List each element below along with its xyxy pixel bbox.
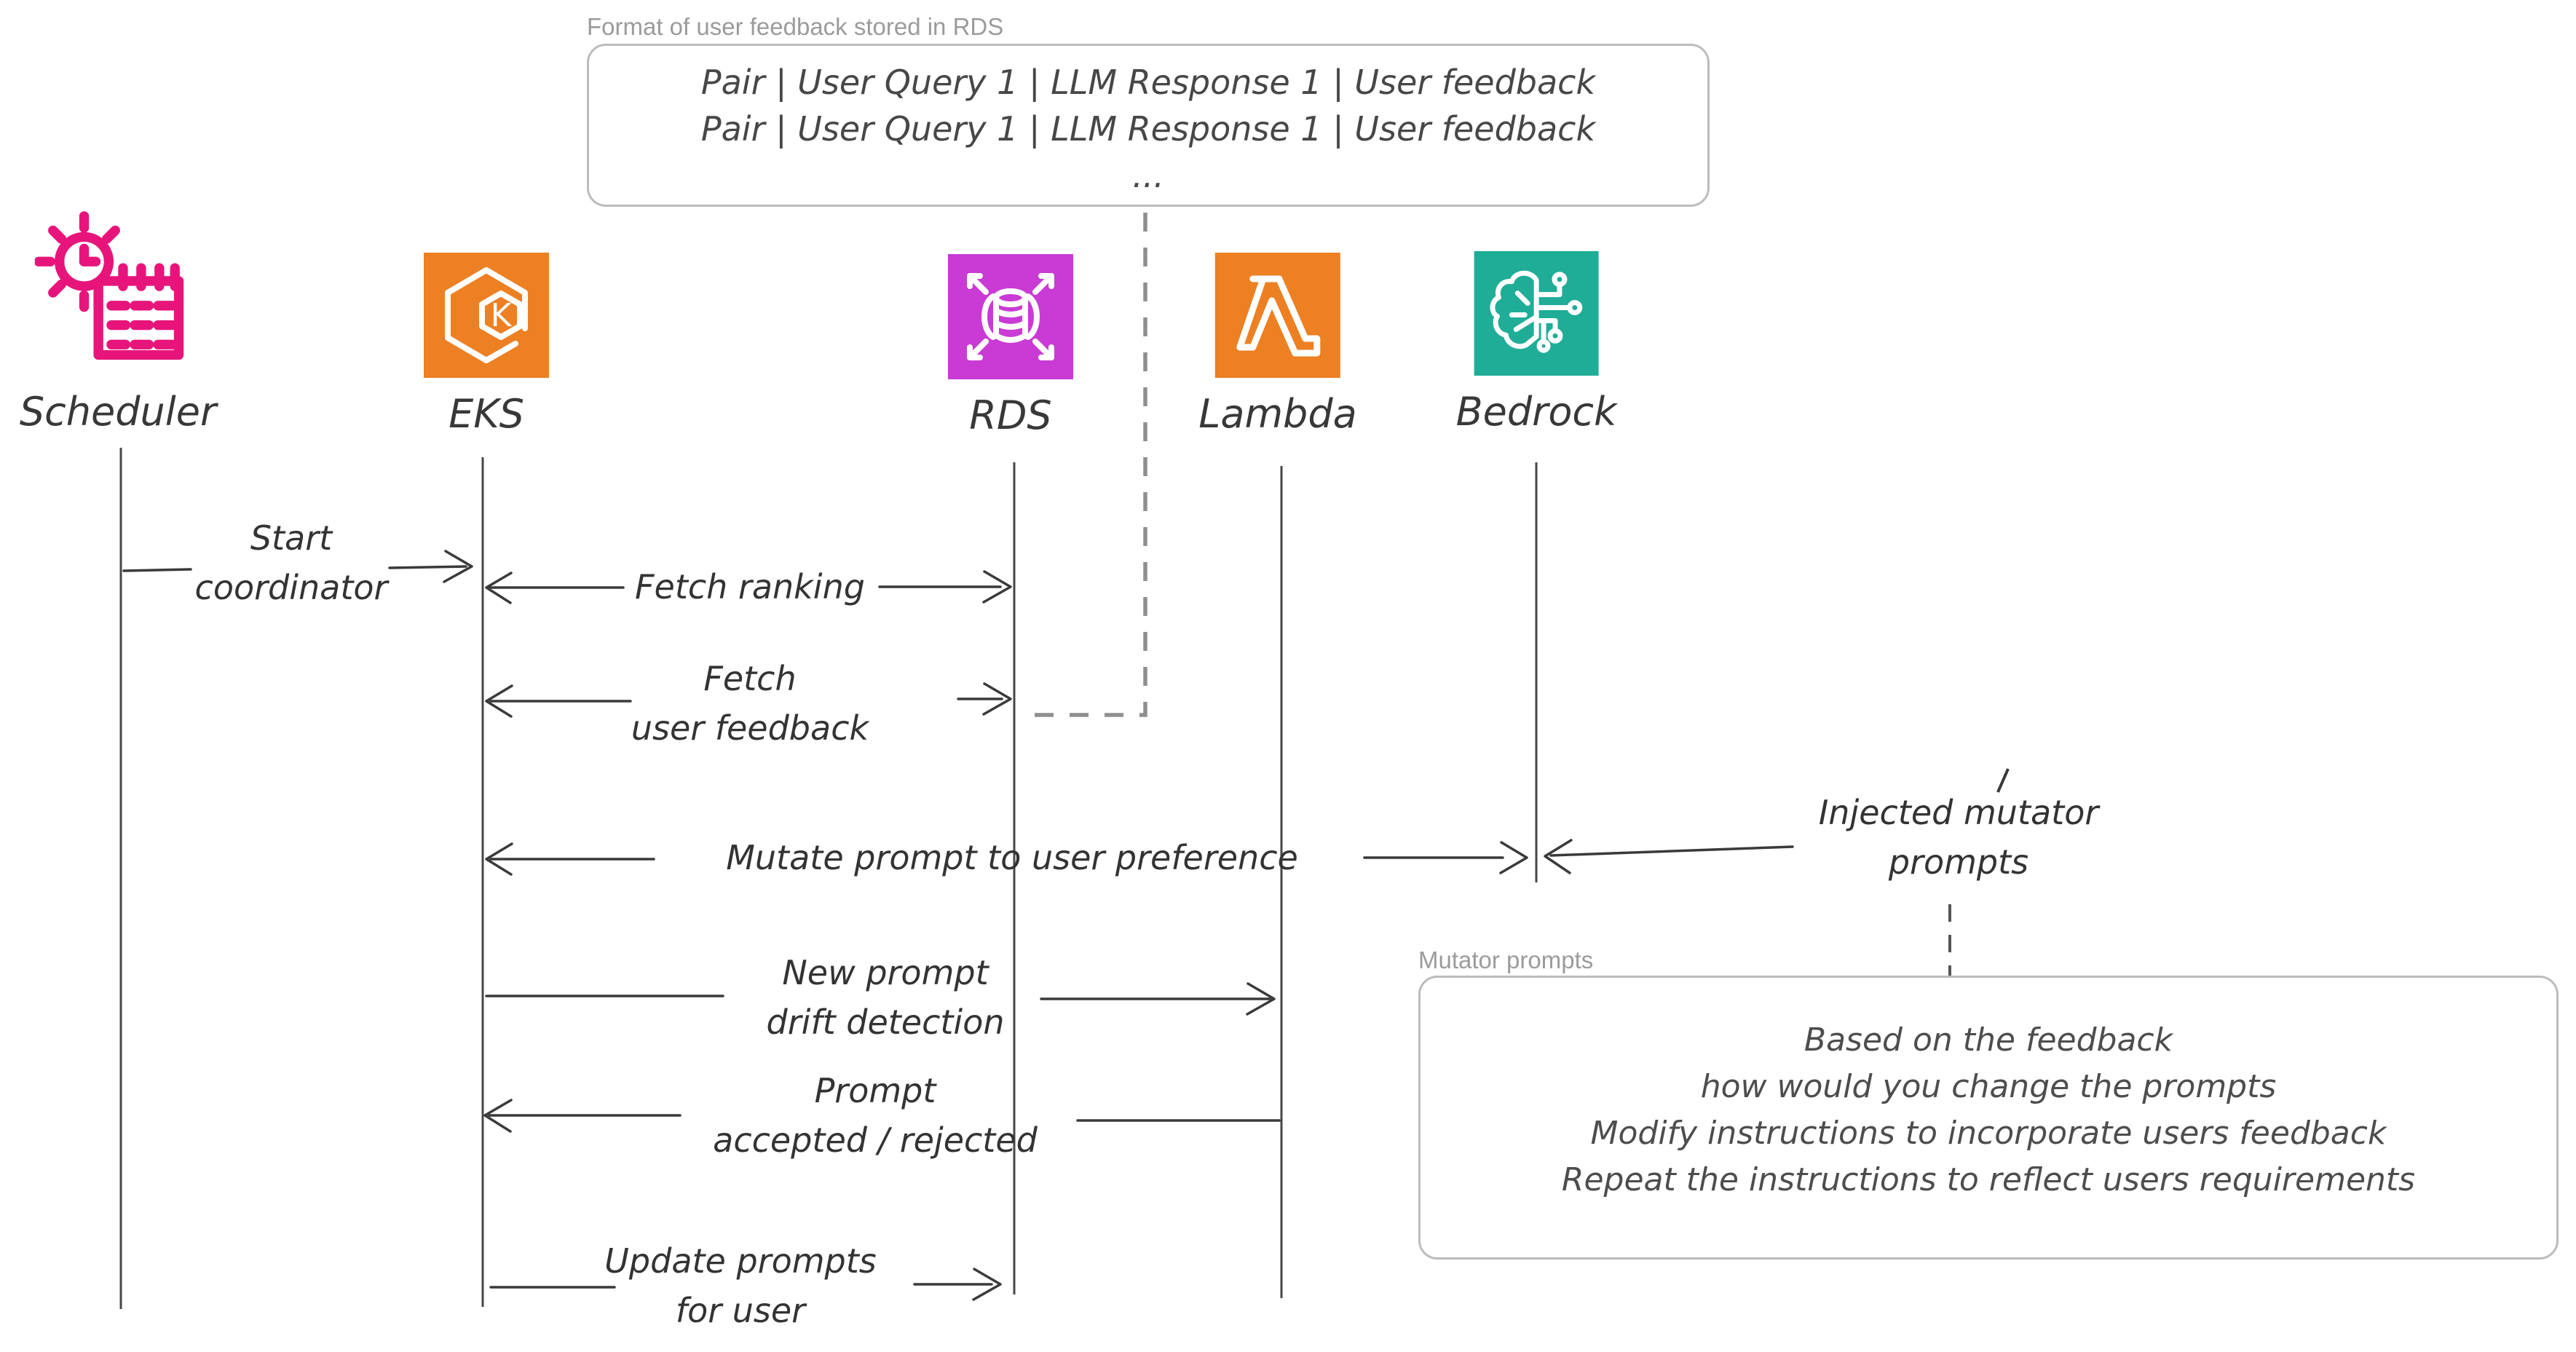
message-label-fetch-user-feedback: Fetch user feedback	[631, 654, 869, 753]
note-line: Modify instructions to incorporate users…	[1590, 1115, 2387, 1152]
message-label-new-prompt-drift-detection: New prompt drift detection	[767, 948, 1005, 1047]
note-line: how would you change the prompts	[1700, 1068, 2277, 1105]
dashed-note-connector-rds-format	[1032, 213, 1147, 717]
note-caption-mutator-prompts: Mutator prompts	[1418, 946, 1594, 973]
note-line: Pair | User Query 1 | LLM Response 1 | U…	[700, 109, 1596, 149]
message-line: Injected mutator	[1818, 793, 2099, 832]
note-caption-rds-format: Format of user feedback stored in RDS	[587, 13, 1004, 40]
message-line: accepted / rejected	[713, 1120, 1038, 1160]
message-line: Mutate prompt to user preference	[726, 838, 1298, 877]
svg-text:K: K	[491, 297, 513, 334]
message-label-update-prompts-for-user: Update prompts for user	[604, 1236, 876, 1335]
message-line: user feedback	[631, 708, 869, 748]
actor-eks: K EKS	[424, 253, 549, 437]
note-line: Based on the feedback	[1803, 1021, 2173, 1059]
actor-lambda: Lambda	[1198, 253, 1357, 437]
lambda-icon	[1215, 253, 1340, 378]
stray-tick-mark	[1996, 768, 2010, 793]
message-line: for user	[675, 1291, 806, 1330]
message-line: coordinator	[194, 568, 388, 607]
arrow-update-prompts-for-user	[489, 1268, 1002, 1301]
rds-database-icon	[948, 254, 1073, 379]
note-box-rds-format: Pair | User Query 1 | LLM Response 1 | U…	[587, 44, 1710, 207]
arrow-fetch-ranking	[485, 570, 1012, 604]
message-label-mutate-prompt: Mutate prompt to user preference	[726, 833, 1298, 882]
message-label-prompt-accepted-rejected: Prompt accepted / rejected	[713, 1066, 1038, 1165]
note-box-mutator-prompts: Based on the feedback how would you chan…	[1418, 976, 2559, 1260]
message-line: prompts	[1888, 842, 2029, 882]
message-line: Fetch ranking	[635, 567, 865, 606]
message-line: Update prompts	[604, 1241, 877, 1281]
message-label-fetch-ranking: Fetch ranking	[635, 562, 865, 612]
actor-bedrock: Bedrock	[1455, 251, 1617, 435]
bedrock-brain-circuit-icon	[1474, 251, 1599, 376]
arrow-start-coordinator	[122, 550, 473, 583]
scheduler-calendar-clock-icon	[35, 211, 184, 360]
eks-kubernetes-icon: K	[424, 253, 549, 378]
message-label-injected-mutator-prompts: Injected mutator prompts	[1819, 788, 2099, 887]
arrow-new-prompt-drift-detection	[485, 982, 1276, 1016]
actor-label-scheduler: Scheduler	[19, 389, 217, 435]
message-line: Fetch	[703, 659, 797, 698]
actor-rds: RDS	[948, 254, 1074, 438]
message-line: Start	[250, 518, 333, 558]
actor-label-eks: EKS	[449, 391, 524, 437]
arrow-fetch-user-feedback	[485, 682, 1012, 718]
message-label-start-coordinator: Start coordinator	[195, 513, 388, 612]
message-line: drift detection	[766, 1003, 1005, 1042]
arrow-injected-mutator-prompts	[1544, 839, 1794, 874]
note-line: Pair | User Query 1 | LLM Response 1 | U…	[700, 63, 1596, 102]
actor-label-bedrock: Bedrock	[1455, 389, 1617, 435]
message-line: Prompt	[814, 1071, 936, 1110]
actor-label-rds: RDS	[969, 392, 1052, 438]
arrow-prompt-accepted-rejected	[483, 1099, 1281, 1133]
actor-label-lambda: Lambda	[1198, 391, 1357, 437]
arrow-mutate-prompt	[485, 841, 1528, 876]
note-line: ...	[1132, 156, 1164, 195]
actor-scheduler: Scheduler	[20, 210, 216, 435]
message-line: New prompt	[782, 953, 989, 992]
note-line: Repeat the instructions to reflect users…	[1561, 1161, 2416, 1198]
